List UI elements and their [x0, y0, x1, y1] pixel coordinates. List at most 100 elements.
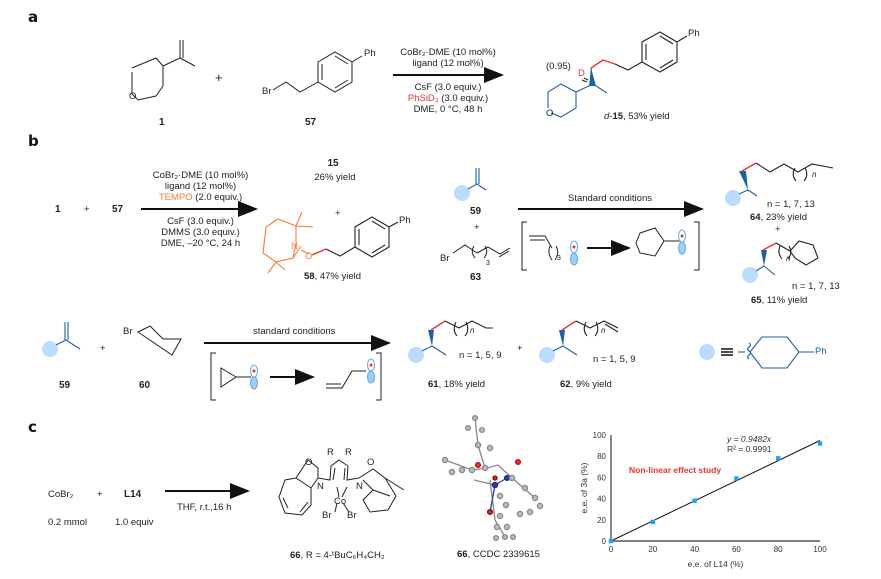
base-text: CsF (3.0 equiv.) — [167, 216, 234, 227]
radical-clock-bracket-1 — [521, 221, 700, 271]
n-values-64: n = 1, 7, 13 — [767, 199, 815, 210]
y-tick-label: 60 — [597, 473, 606, 482]
x-tick-label: 100 — [813, 545, 827, 554]
atom-label-n: N — [291, 241, 298, 252]
plus-sign: + — [335, 208, 341, 219]
plus-sign: + — [84, 204, 90, 215]
conditions-c: THF, r.t.,16 h — [177, 502, 232, 513]
catalyst-text: CoBr₂·DME (10 mol%) — [152, 170, 249, 181]
deuterium-incorporation: (0.95) — [546, 61, 571, 72]
atom-label-ph: Ph — [399, 215, 411, 226]
tempo-text: TEMPO (2.0 equiv.) — [158, 192, 243, 203]
atom-label-co: Co — [334, 496, 347, 507]
conditions-above-b: CoBr₂·DME (10 mol%) ligand (12 mol%) TEM… — [138, 170, 263, 203]
base-text: CsF (3.0 equiv.) — [414, 82, 482, 93]
subscript-n: n — [786, 254, 791, 263]
fit-equation: y = 0.9482x — [726, 434, 772, 444]
compound-62-structure — [539, 320, 619, 363]
atom-label-o: O — [305, 457, 313, 468]
x-tick-label: 80 — [774, 545, 783, 554]
y-tick-label: 20 — [597, 516, 606, 525]
placeholder-legend — [699, 336, 814, 369]
atom-label-r: R — [327, 447, 334, 458]
atom-label-br: Br — [322, 510, 332, 521]
plus-sign: + — [100, 343, 106, 354]
x-tick-label: 40 — [690, 545, 699, 554]
atom-label-br: Br — [123, 326, 133, 337]
y-axis-label: e.e. of 3a (%) — [579, 462, 589, 513]
atom-label-br: Br — [440, 253, 450, 264]
data-point — [650, 519, 655, 525]
x-tick-label: 20 — [648, 545, 657, 554]
data-point — [776, 456, 781, 461]
compound-label-59: 59 — [470, 206, 482, 217]
complex-66-label: 66, R = 4-ᵗBuC₆H₄CH₂ — [290, 550, 385, 561]
conditions-below-a: CsF (3.0 equiv.) PhSiD₃ (3.0 equiv.) DME… — [393, 82, 503, 115]
compound-63-structure — [452, 244, 511, 259]
y-tick-label: 100 — [593, 431, 607, 440]
plus-sign: + — [97, 489, 103, 500]
chart-annotation: Non-linear effect study — [629, 465, 721, 475]
compound-label-59: 59 — [59, 380, 71, 391]
trendline — [610, 440, 821, 542]
atom-label-ph: Ph — [364, 48, 376, 59]
solvent-temp-text: DME, –20 °C, 24 h — [160, 238, 241, 249]
product-label-d15: d-15, 53% yield — [604, 111, 670, 122]
ligand-l14-amount: 1.0 equiv — [115, 517, 154, 528]
silane-text: DMMS (3.0 equiv.) — [161, 227, 240, 238]
deuterium-label: D — [578, 68, 585, 79]
subscript-n: n — [470, 326, 475, 335]
n-values-61: n = 1, 5, 9 — [459, 350, 502, 361]
ligand-l14: L14 — [124, 489, 142, 500]
compound-64-structure — [725, 162, 834, 206]
ligand-text: ligand (12 mol%) — [412, 58, 484, 69]
product-label-58: 58, 47% yield — [304, 271, 362, 282]
atom-label-r: R — [345, 447, 352, 458]
atom-label-ph: Ph — [815, 346, 827, 357]
compound-59-structure-b — [454, 168, 487, 201]
compound-label-60: 60 — [139, 380, 151, 391]
atom-label-ph: Ph — [688, 28, 700, 39]
crystal-structure-image — [441, 414, 544, 542]
data-point — [608, 538, 614, 544]
complex-66-structure — [278, 459, 405, 516]
y-tick-label: 0 — [602, 537, 607, 546]
arrow-label-standard-conditions: Standard conditions — [568, 193, 652, 204]
atom-label-o: O — [367, 457, 375, 468]
cyclopentyl-radical-structure — [635, 227, 680, 257]
compound-label-15: 15 — [327, 158, 339, 169]
product-label-62: 62, 9% yield — [560, 379, 612, 390]
chart-points — [608, 441, 823, 544]
atom-label-n: N — [356, 481, 363, 492]
panel-label-b: b — [28, 132, 39, 150]
plus-sign: + — [215, 70, 223, 85]
atom-label-n: N — [317, 481, 324, 492]
compound-1-structure — [131, 40, 196, 101]
plus-sign: + — [775, 224, 781, 235]
crystal-structure-label: 66, CCDC 2339615 — [457, 549, 540, 560]
atom-label-o: O — [546, 108, 554, 119]
n-values-65: n = 1, 7, 13 — [792, 281, 840, 292]
compound-label-1: 1 — [159, 117, 165, 128]
x-tick-label: 0 — [609, 545, 614, 554]
panel-label-c: c — [28, 418, 37, 436]
atom-label-br: Br — [347, 510, 357, 521]
data-point — [817, 441, 823, 446]
fit-r-squared: R² = 0.9991 — [727, 444, 772, 454]
compound-label-57: 57 — [305, 117, 317, 128]
silane-text: PhSiD₃ (3.0 equiv.) — [407, 93, 489, 104]
conditions-above-a: CoBr₂·DME (10 mol%) ligand (12 mol%) — [393, 47, 503, 69]
atom-label-br: Br — [262, 86, 272, 97]
arrow-label-standard-conditions: standard conditions — [253, 326, 336, 337]
plus-sign: + — [517, 343, 523, 354]
product-label-61: 61, 18% yield — [428, 379, 486, 390]
product-label-64: 64, 23% yield — [750, 212, 808, 223]
compound-57-structure — [272, 51, 363, 93]
radical-clock-bracket-2 — [210, 352, 382, 401]
panel-label-a: a — [28, 8, 39, 26]
compound-label-1: 1 — [55, 204, 61, 215]
compound-58-structure — [262, 211, 399, 274]
